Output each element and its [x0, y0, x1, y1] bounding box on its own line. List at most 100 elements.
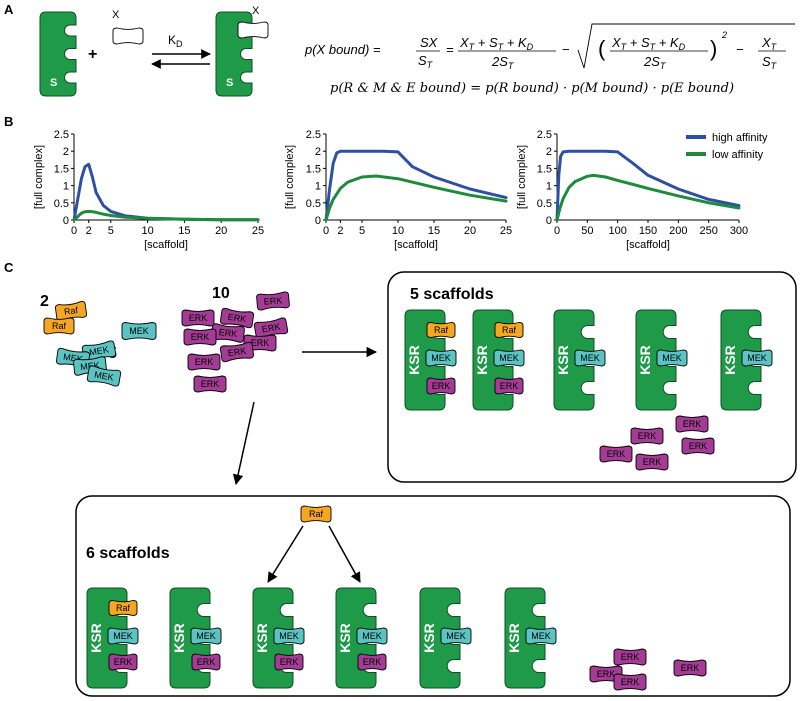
x-axis-label: [scaffold]	[626, 239, 670, 251]
ksr-bottom-6	[504, 587, 546, 689]
ligand-bound-shape	[237, 21, 269, 39]
ksr-label: KSR	[637, 345, 653, 375]
erk-bound-bottom-2-label: ERK	[197, 657, 216, 667]
mek-bound-bottom-5-shape	[440, 627, 472, 645]
raf-bound-bottom-1: Raf	[108, 600, 138, 616]
erk-bound-bottom-3-shape	[274, 653, 304, 671]
svg-text:−: −	[736, 42, 744, 57]
erk-left-bottom-4: ERK	[673, 659, 707, 677]
mek-free-1: MEK	[121, 322, 157, 340]
x-tick-label: 0	[71, 225, 77, 237]
x-tick-label: 20	[215, 225, 227, 237]
ksr-label: KSR	[474, 345, 490, 375]
erk-left-right-3-shape	[681, 437, 715, 455]
x-tick-label: 0	[554, 225, 560, 237]
y-tick-label: 1.5	[54, 163, 69, 175]
erk-free-4-label: ERK	[261, 321, 281, 334]
erk-left-bottom-3-shape	[613, 673, 647, 691]
erk-bound-right-1-shape	[426, 377, 456, 395]
mek-bound-right-2-label: MEK	[499, 353, 519, 363]
rate-label: KD	[168, 33, 183, 49]
erk-free-6-label: ERK	[191, 332, 210, 342]
erk-free-1: ERK	[256, 291, 290, 311]
arrow-raf-right	[328, 525, 361, 583]
x-tick-label: 100	[608, 225, 626, 237]
mek-bound-bottom-4-label: MEK	[362, 631, 382, 641]
erk-left-right-5-label: ERK	[643, 457, 662, 467]
erk-free-10: ERK	[193, 375, 227, 393]
series-high-affinity	[555, 149, 741, 222]
series-high-affinity	[324, 149, 508, 222]
y-tick-label: 2.5	[306, 129, 321, 141]
y-tick-label: 1.5	[306, 163, 321, 175]
erk-free-3-shape	[181, 309, 215, 327]
mek-free-1-shape	[121, 322, 157, 340]
raf-bound-right-1: Raf	[426, 322, 456, 338]
erk-bound-right-2-label: ERK	[500, 381, 519, 391]
box-five-scaffolds	[387, 271, 797, 483]
erk-bound-bottom-2-shape	[191, 653, 221, 671]
mek-bound-bottom-3-label: MEK	[279, 631, 299, 641]
ksr-label: KSR	[722, 345, 738, 375]
erk-bound-bottom-2: ERK	[191, 653, 221, 671]
panel-label-a: A	[4, 2, 14, 17]
svg-text:=: =	[446, 42, 454, 57]
mek-bound-right-2-shape	[493, 349, 525, 367]
y-tick-label: 0	[63, 215, 69, 227]
y-tick-label: 0	[546, 215, 552, 227]
erk-free-5-label: ERK	[218, 327, 237, 339]
erk-bound-bottom-4-shape	[357, 653, 387, 671]
ksr-label: KSR	[88, 623, 104, 653]
raf-free-1-label: Raf	[63, 305, 79, 317]
series-high-affinity	[72, 162, 260, 222]
raf-bound-bottom-1-shape	[108, 600, 138, 616]
mek-bound-right-3: MEK	[574, 349, 606, 367]
erk-free-1-shape	[256, 291, 290, 311]
y-tick-label: 0.5	[306, 198, 321, 210]
raf-count: 2	[40, 293, 49, 310]
mek-bound-bottom-2: MEK	[190, 627, 222, 645]
erk-free-8-shape	[219, 341, 255, 363]
erk-free-1-label: ERK	[263, 295, 282, 307]
ligand-free-shape	[112, 27, 144, 45]
y-tick-label: 2.5	[537, 129, 552, 141]
erk-left-right-4-shape	[599, 445, 633, 463]
x-tick-label: 15	[428, 225, 440, 237]
erk-free-2: ERK	[219, 307, 255, 329]
raf-free-2: Raf	[43, 317, 75, 335]
ksr-label: KSR	[506, 623, 522, 653]
erk-free-6-shape	[183, 328, 217, 346]
raf-bound-right-2: Raf	[494, 322, 524, 338]
mek-bound-bottom-5-label: MEK	[446, 631, 466, 641]
svg-text:(: (	[598, 36, 606, 61]
mek-bound-bottom-3: MEK	[273, 627, 305, 645]
erk-left-right-2-label: ERK	[638, 431, 657, 441]
erk-free-2-label: ERK	[227, 312, 247, 324]
mek-bound-right-1: MEK	[425, 349, 457, 367]
panel-label-c: C	[4, 260, 14, 275]
y-tick-label: 0	[315, 215, 321, 227]
x-tick-label: 5	[359, 225, 365, 237]
erk-left-bottom-2-label: ERK	[597, 669, 616, 679]
mek-free-2: MEK	[81, 340, 117, 362]
erk-left-bottom-4-label: ERK	[681, 663, 700, 673]
x-tick-label: 10	[392, 225, 404, 237]
erk-left-bottom-3-label: ERK	[621, 677, 640, 687]
mek-bound-right-2: MEK	[493, 349, 525, 367]
mek-bound-right-4-label: MEK	[662, 353, 682, 363]
x-axis-label: [scaffold]	[144, 239, 188, 251]
x-tick-label: 300	[730, 225, 748, 237]
x-tick-label: 25	[252, 225, 264, 237]
raf-bound-right-2-shape	[494, 322, 524, 338]
x-tick-label: 15	[178, 225, 190, 237]
erk-bound-right-1-label: ERK	[432, 381, 451, 391]
mek-bound-bottom-1: MEK	[107, 627, 139, 645]
mek-bound-right-4: MEK	[656, 349, 688, 367]
mek-free-1-label: MEK	[129, 326, 149, 336]
x-tick-label: 0	[323, 225, 329, 237]
panel-a	[39, 11, 269, 97]
erk-bound-right-2-shape	[494, 377, 524, 395]
